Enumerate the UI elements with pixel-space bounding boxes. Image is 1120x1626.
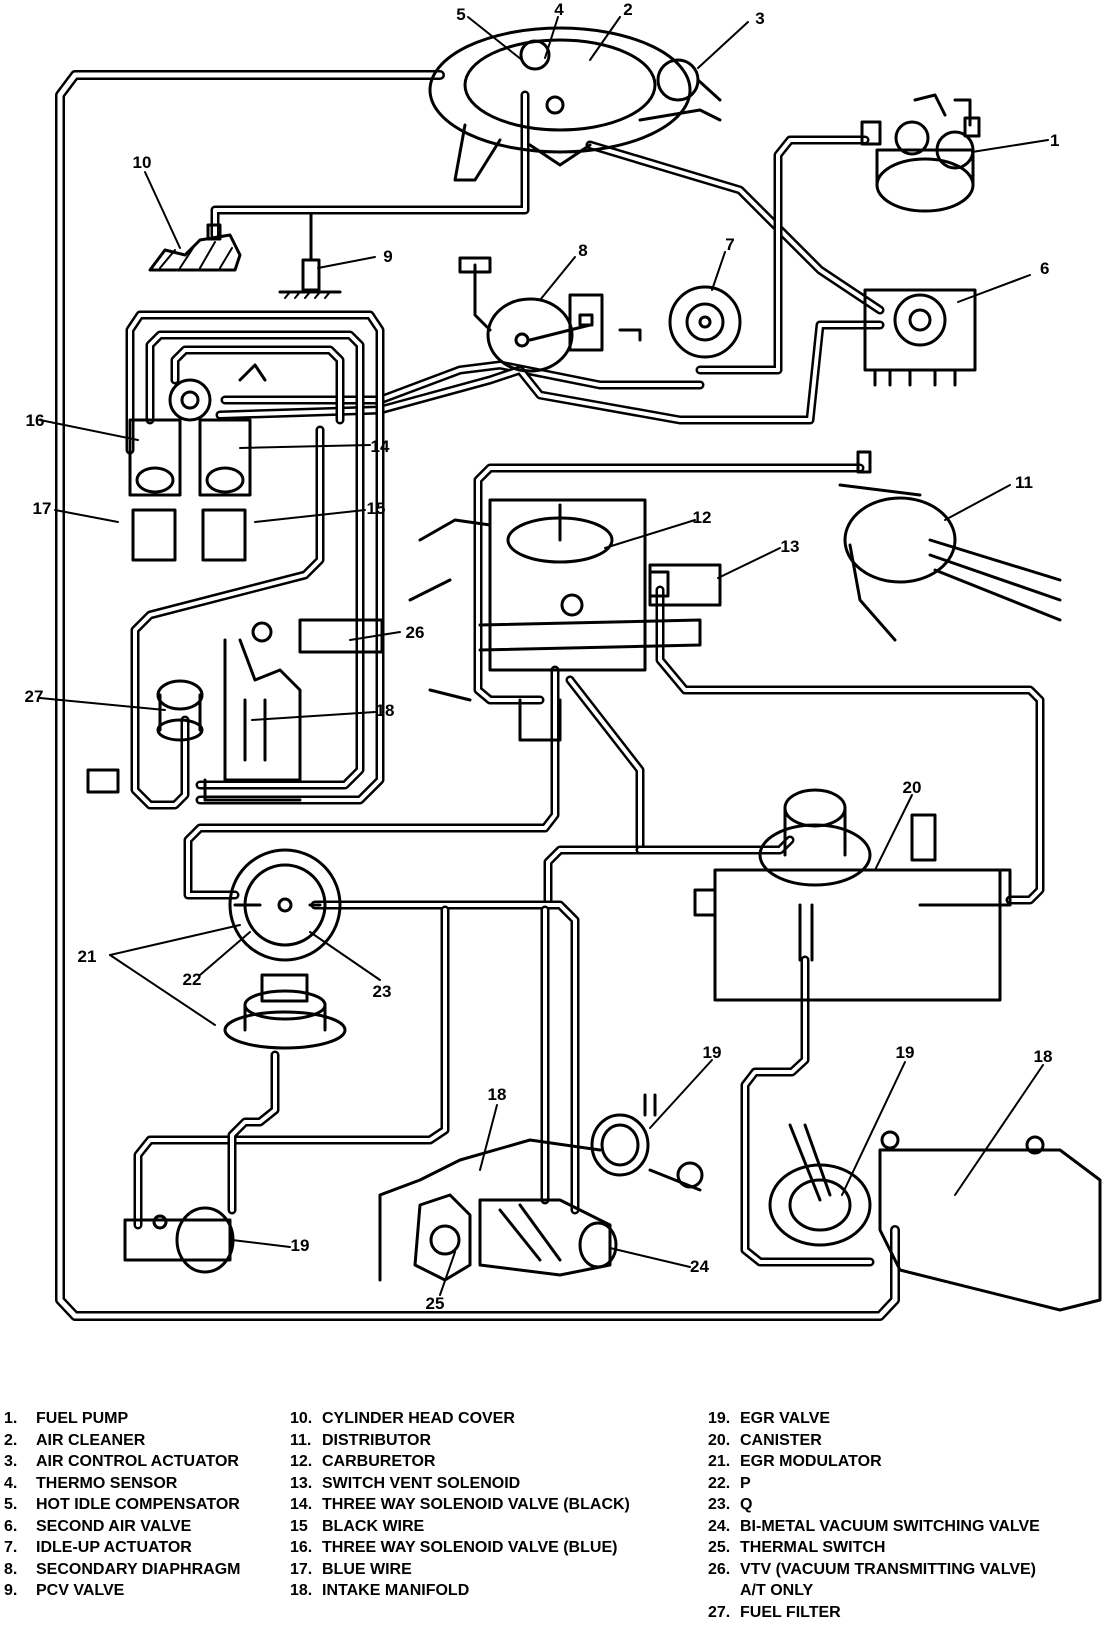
legend-item: 12.CARBURETOR (290, 1453, 436, 1470)
callout-25: 25 (426, 1294, 445, 1313)
legend-item: 16.THREE WAY SOLENOID VALVE (BLUE) (290, 1539, 618, 1556)
legend-item: 6.SECOND AIR VALVE (4, 1517, 192, 1535)
callout-13: 13 (781, 537, 800, 556)
legend-item: 7.IDLE-UP ACTUATOR (4, 1539, 192, 1556)
air-control-actuator (656, 58, 722, 102)
callout-18b: 18 (488, 1085, 507, 1104)
callout-22: 22 (183, 970, 202, 989)
intake-manifold-lower (378, 1130, 1102, 1312)
legend-item: 13.SWITCH VENT SOLENOID (290, 1474, 521, 1492)
switch-vent-solenoid (648, 563, 722, 607)
leader-lines (39, 16, 1049, 1296)
bi-metal-vacuum-switching-valve (478, 1198, 618, 1277)
callout-16: 16 (26, 411, 45, 430)
legend-item: 21.EGR MODULATOR (708, 1453, 882, 1470)
legend-item: 20.CANISTER (708, 1431, 822, 1449)
callout-2: 2 (623, 0, 632, 19)
legend-column-2: 10.CYLINDER HEAD COVER 11.DISTRIBUTOR 12… (290, 1408, 630, 1602)
vacuum-hose-diagram: 1 2 3 4 5 6 7 8 9 10 11 12 13 14 15 16 1… (25, 0, 1102, 1321)
egr-valve-center (590, 1093, 704, 1192)
fuel-pump (860, 93, 981, 213)
callout-11: 11 (1015, 473, 1033, 492)
callout-24: 24 (690, 1257, 709, 1276)
legend-item: 3.AIR CONTROL ACTUATOR (4, 1453, 239, 1470)
callout-20: 20 (903, 778, 922, 797)
legend-item: 25.THERMAL SWITCH (708, 1539, 886, 1556)
legend-item: 5.HOT IDLE COMPENSATOR (4, 1496, 240, 1513)
callout-18: 18 (376, 701, 395, 720)
carburetor (408, 498, 702, 742)
air-cleaner (428, 26, 722, 182)
legend-item: 27.FUEL FILTER (708, 1603, 841, 1621)
legend-item: 4.THERMO SENSOR (4, 1474, 178, 1492)
legend-item: 8.SECONDARY DIAPHRAGM (4, 1560, 241, 1578)
callout-3: 3 (755, 9, 764, 28)
legend-column-3: 19.EGR VALVE 20.CANISTER 21.EGR MODULATO… (708, 1408, 1040, 1623)
egr-valve-right (768, 1123, 872, 1247)
callout-26: 26 (406, 623, 425, 642)
legend-item: 17.BLUE WIRE (290, 1560, 412, 1578)
thermal-switch (413, 1193, 472, 1282)
canister (693, 788, 1012, 1002)
callout-19c: 19 (896, 1043, 915, 1062)
callout-12: 12 (693, 508, 712, 527)
secondary-diaphragm (458, 256, 642, 373)
callout-4: 4 (554, 0, 564, 19)
fuel-filter (86, 679, 204, 794)
legend-item: 9.PCV VALVE (4, 1582, 125, 1599)
callout-7: 7 (725, 235, 734, 254)
callout-numbers: 1 2 3 4 5 6 7 8 9 10 11 12 13 14 15 16 1… (25, 0, 1060, 1313)
second-air-valve (863, 288, 977, 387)
legend-item: 10.CYLINDER HEAD COVER (290, 1410, 515, 1427)
intake-manifold-upper (203, 621, 302, 802)
legend-item: 18.INTAKE MANIFOLD (290, 1582, 470, 1599)
callout-27: 27 (25, 687, 44, 706)
callout-5: 5 (456, 5, 465, 24)
callout-17: 17 (33, 499, 52, 518)
callout-18c: 18 (1034, 1047, 1053, 1066)
callout-19: 19 (291, 1236, 310, 1255)
legend-item: A/T ONLY (740, 1582, 814, 1599)
legend-column-1: 1.FUEL PUMP 2.AIR CLEANER 3.AIR CONTROL … (4, 1408, 240, 1602)
legend-item: 22.P (708, 1474, 751, 1492)
callout-8: 8 (578, 241, 587, 260)
cylinder-head-cover (148, 223, 242, 272)
pcv-valve (278, 213, 342, 299)
callout-19b: 19 (703, 1043, 722, 1062)
legend-item: 1.FUEL PUMP (4, 1410, 129, 1427)
callout-21: 21 (78, 947, 97, 966)
callout-10: 10 (133, 153, 152, 172)
distributor (838, 450, 1062, 642)
callout-15: 15 (367, 499, 386, 518)
legend-item: 14.THREE WAY SOLENOID VALVE (BLACK) (290, 1496, 630, 1513)
idle-up-actuator (668, 285, 742, 359)
legend-item: 2.AIR CLEANER (4, 1431, 146, 1449)
callout-6: 6 (1040, 259, 1049, 278)
vacuum-transmitting-valve (298, 618, 384, 654)
callout-23: 23 (373, 982, 392, 1001)
legend-item: 19.EGR VALVE (708, 1410, 831, 1427)
callout-9: 9 (383, 247, 392, 266)
legend-item: 26.VTV (VACUUM TRANSMITTING VALVE) (708, 1560, 1036, 1578)
callout-1: 1 (1050, 131, 1059, 150)
three-way-solenoid-valves (128, 363, 267, 562)
legend-item: 11.DISTRIBUTOR (290, 1431, 432, 1449)
legend-item: 24.BI-METAL VACUUM SWITCHING VALVE (708, 1517, 1040, 1535)
egr-modulator (223, 848, 347, 1050)
callout-14: 14 (371, 437, 390, 456)
vacuum-hoses (55, 70, 1045, 1321)
legend-item: 23.Q (708, 1496, 753, 1513)
